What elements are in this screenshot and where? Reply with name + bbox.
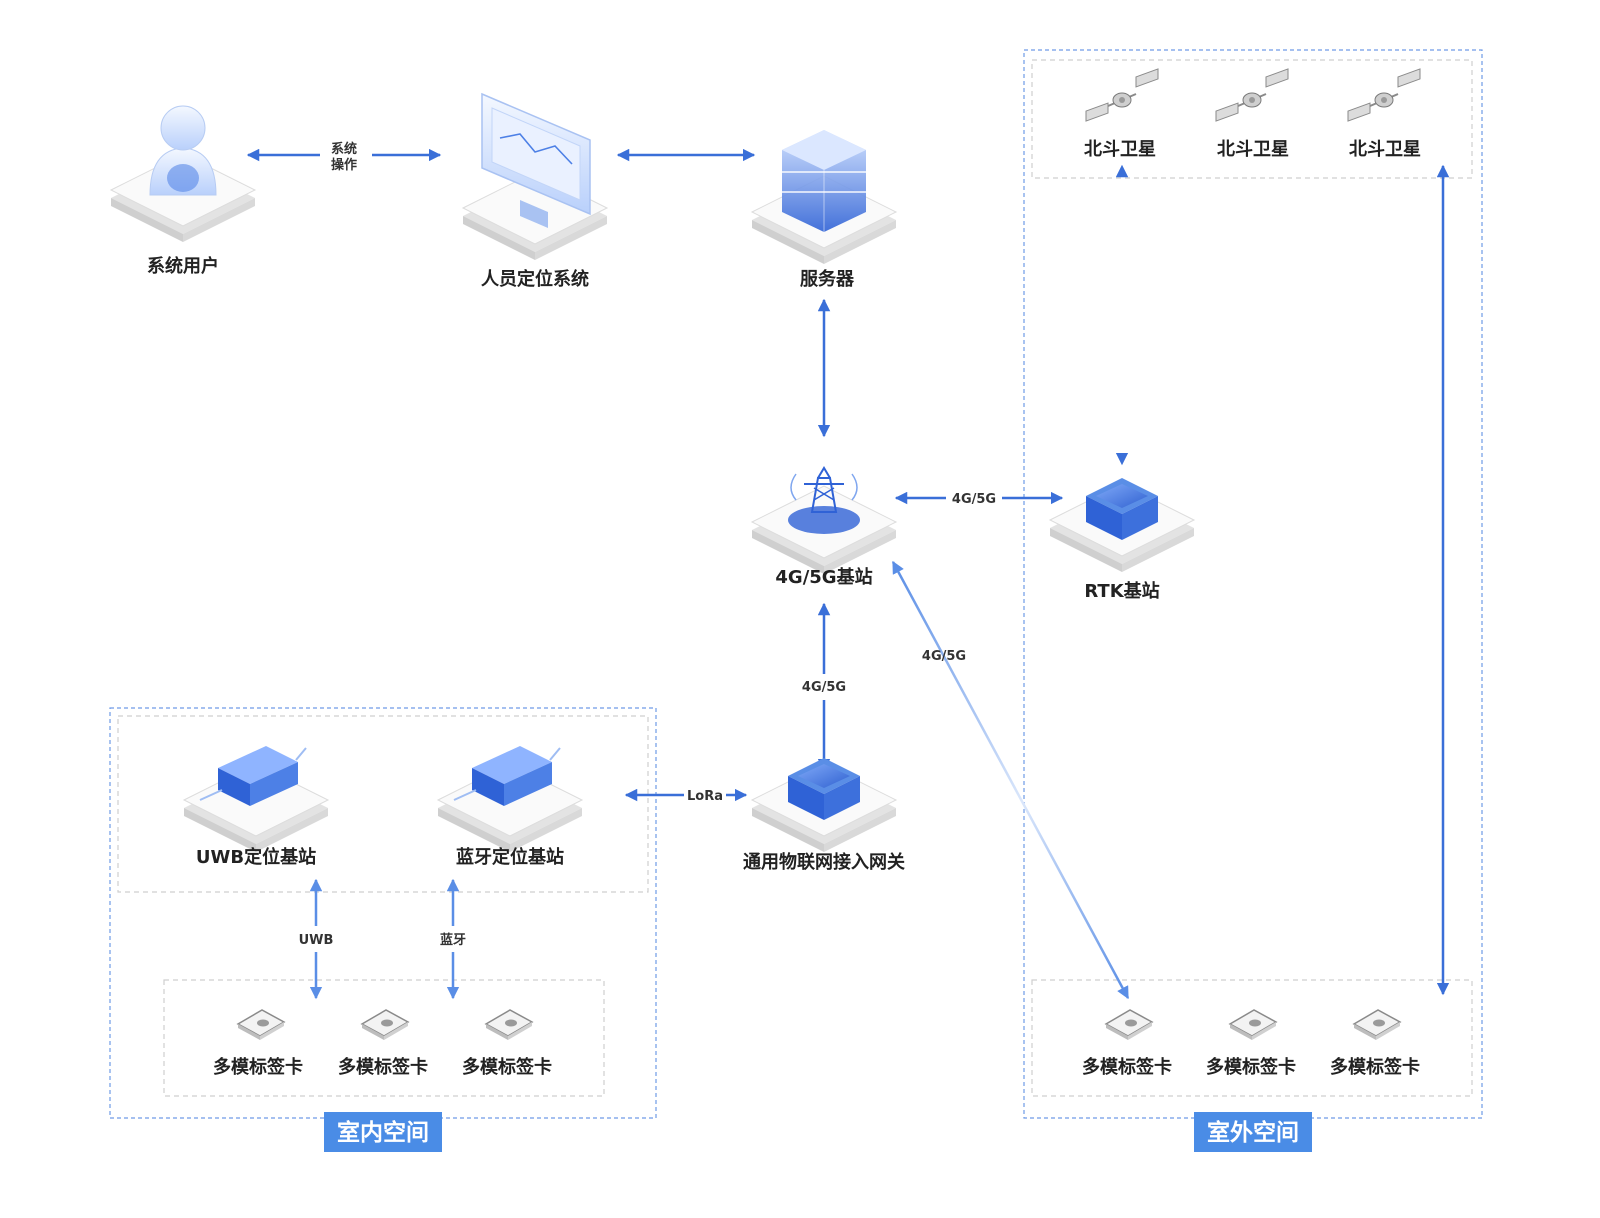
indoor-tag-3: 多模标签卡 <box>462 1009 552 1078</box>
outdoor-region: 室外空间 <box>1023 49 1483 1152</box>
indoor-region: 室内空间 <box>109 707 657 1152</box>
edge-label-lora: LoRa <box>687 789 723 804</box>
cube-icon <box>1086 478 1158 540</box>
indoor-region-title: 室内空间 <box>337 1119 429 1146</box>
satellite-1: 北斗卫星 <box>1084 67 1159 160</box>
satellite-2: 北斗卫星 <box>1215 67 1289 160</box>
system-user-node: 系统用户 <box>110 105 256 277</box>
satellite-3-label: 北斗卫星 <box>1349 139 1421 160</box>
tag-icon <box>361 1009 409 1041</box>
system-user-label: 系统用户 <box>147 255 219 277</box>
router-icon <box>199 746 307 806</box>
satellite-3: 北斗卫星 <box>1347 67 1421 160</box>
indoor-tag-group <box>163 979 605 1097</box>
iot-gateway-label: 通用物联网接入网关 <box>743 851 905 873</box>
edge-label-bluetooth: 蓝牙 <box>440 932 466 948</box>
edge-label-base-tag: 4G/5G <box>922 649 966 664</box>
outdoor-tag-2: 多模标签卡 <box>1206 1009 1296 1078</box>
bluetooth-station-label: 蓝牙定位基站 <box>456 846 564 868</box>
base-station-label: 4G/5G基站 <box>775 566 872 588</box>
tag-icon <box>1105 1009 1153 1041</box>
base-station-node: 4G/5G基站 <box>751 466 897 588</box>
bluetooth-station-node: 蓝牙定位基站 <box>437 746 583 868</box>
indoor-tag-3-label: 多模标签卡 <box>462 1056 552 1078</box>
outdoor-tag-2-label: 多模标签卡 <box>1206 1056 1296 1078</box>
edge-label-base-gateway: 4G/5G <box>802 680 846 695</box>
indoor-tag-1: 多模标签卡 <box>213 1009 303 1078</box>
monitor-icon <box>481 92 591 228</box>
uwb-station-node: UWB定位基站 <box>183 746 329 868</box>
satellite-icon <box>1347 67 1421 123</box>
rtk-station-label: RTK基站 <box>1084 580 1159 602</box>
rtk-station-node: RTK基站 <box>1049 478 1195 602</box>
tag-icon <box>237 1009 285 1041</box>
indoor-tag-2-label: 多模标签卡 <box>338 1056 428 1078</box>
server-icon <box>782 130 866 232</box>
satellite-2-label: 北斗卫星 <box>1217 139 1289 160</box>
uwb-station-label: UWB定位基站 <box>196 846 316 868</box>
edge-label-base-rtk: 4G/5G <box>952 492 996 507</box>
indoor-region-badge <box>324 1112 442 1152</box>
cube-icon <box>788 758 860 820</box>
satellite-icon <box>1085 67 1159 123</box>
satellite-1-label: 北斗卫星 <box>1084 139 1156 160</box>
outdoor-tag-3: 多模标签卡 <box>1330 1009 1420 1078</box>
positioning-system-label: 人员定位系统 <box>481 268 589 290</box>
indoor-tag-1-label: 多模标签卡 <box>213 1056 303 1078</box>
tag-icon <box>1229 1009 1277 1041</box>
outdoor-tag-1-label: 多模标签卡 <box>1082 1056 1172 1078</box>
positioning-system-node: 人员定位系统 <box>462 92 608 290</box>
tag-icon <box>485 1009 533 1041</box>
server-label: 服务器 <box>800 268 855 290</box>
satellite-group <box>1031 59 1473 179</box>
outdoor-region-badge <box>1194 1112 1312 1152</box>
outdoor-tag-1: 多模标签卡 <box>1082 1009 1172 1078</box>
outdoor-tag-3-label: 多模标签卡 <box>1330 1056 1420 1078</box>
base-outdoor-tag-arrow <box>891 560 1130 1000</box>
user-icon <box>149 105 217 196</box>
edge-label-system-operation-2: 操作 <box>331 157 357 173</box>
indoor-station-group <box>117 715 649 893</box>
server-node: 服务器 <box>751 130 897 290</box>
edge-label-system-operation-1: 系统 <box>331 141 357 157</box>
iot-gateway-node: 通用物联网接入网关 <box>743 758 905 873</box>
satellite-icon <box>1215 67 1289 123</box>
router-icon <box>453 746 561 806</box>
outdoor-region-title: 室外空间 <box>1207 1119 1299 1146</box>
edge-label-uwb: UWB <box>299 933 334 948</box>
indoor-tag-2: 多模标签卡 <box>338 1009 428 1078</box>
tower-icon <box>788 466 860 534</box>
outdoor-tag-group <box>1031 979 1473 1097</box>
tag-icon <box>1353 1009 1401 1041</box>
